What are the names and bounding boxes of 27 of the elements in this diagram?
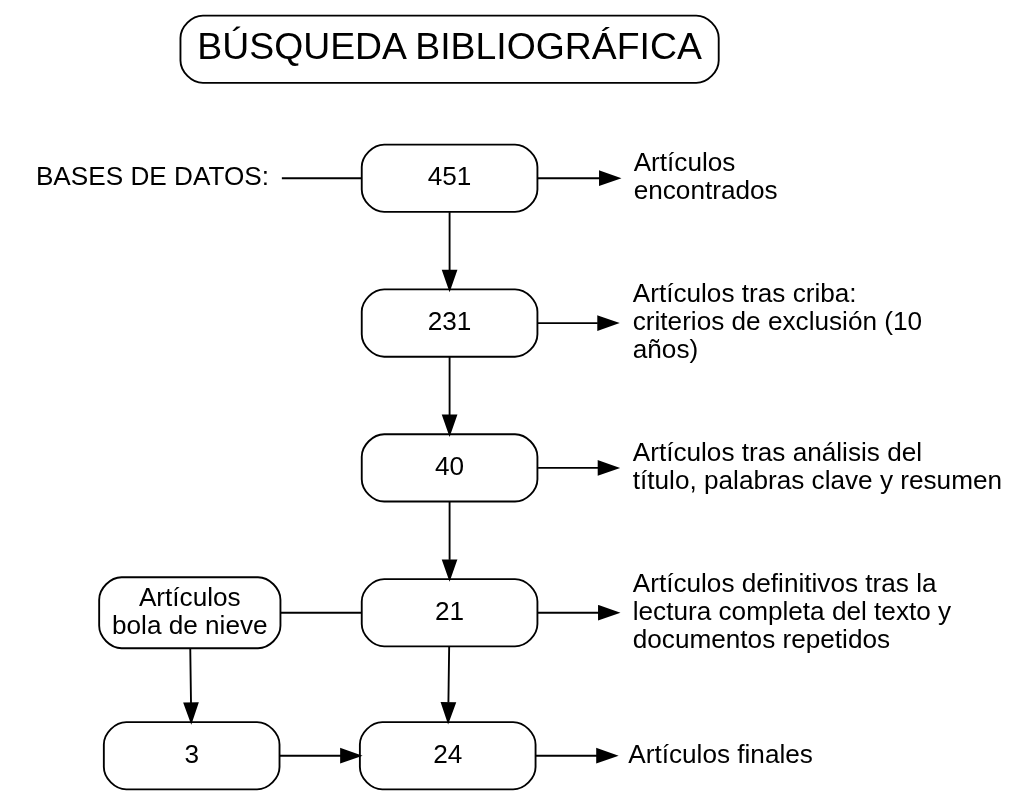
arrow	[537, 315, 620, 331]
connector	[280, 177, 363, 180]
node-box: BÚSQUEDA BIBLIOGRÁFICA	[179, 14, 720, 84]
node-text: Artículos definitivos tras la lectura completa del texto y documentos repetidos	[632, 567, 952, 654]
arrow	[278, 747, 363, 764]
node-text: Artículos tras análisis del título, palabras clave y resumen	[632, 436, 1003, 495]
node-box: 24	[358, 721, 537, 791]
arrow	[536, 604, 621, 621]
node-text: Artículos encontrados	[633, 147, 778, 206]
arrow	[534, 747, 619, 764]
node-box: Artículos bola de nieve	[98, 576, 282, 650]
arrow	[537, 460, 621, 476]
arrow	[183, 647, 199, 725]
arrow	[441, 211, 458, 293]
node-text: BASES DE DATOS:	[35, 161, 269, 192]
node-box: 231	[360, 288, 539, 358]
node-text: Artículos tras criba: criterios de exclusión (10 años)	[632, 277, 923, 365]
arrow	[440, 646, 457, 725]
node-box: 3	[102, 721, 281, 791]
node-box: 21	[360, 578, 539, 648]
arrow	[536, 170, 622, 187]
node-box: 40	[360, 433, 539, 503]
connector	[279, 611, 363, 614]
node-text: Artículos finales	[628, 738, 813, 769]
arrow	[441, 356, 458, 437]
arrow	[441, 500, 458, 582]
node-box: 451	[360, 143, 539, 213]
